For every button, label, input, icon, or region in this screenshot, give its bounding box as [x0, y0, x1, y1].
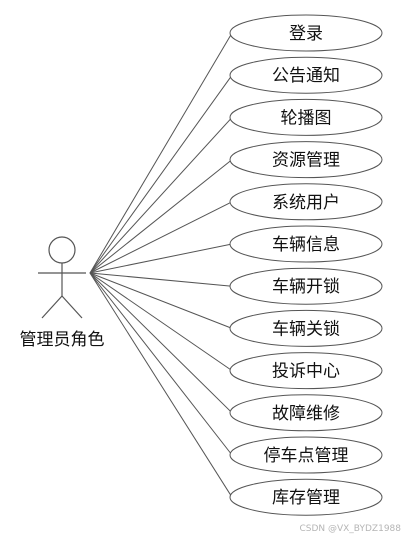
association-line: [89, 272, 233, 372]
use-case-label: 故障维修: [272, 404, 340, 424]
use-case-ellipse: [229, 98, 383, 136]
use-case: 系统用户: [229, 183, 383, 221]
association-line: [89, 272, 233, 498]
actor-label: 管理员角色: [20, 330, 105, 350]
use-case-ellipse: [229, 14, 383, 52]
association-line: [89, 272, 233, 414]
association-line: [89, 159, 233, 274]
use-case: 停车点管理: [229, 436, 383, 474]
use-case-label: 车辆开锁: [272, 277, 340, 297]
use-case-ellipse: [229, 267, 383, 305]
use-case: 库存管理: [229, 478, 383, 516]
association-line: [89, 32, 233, 274]
use-case-ellipse: [229, 225, 383, 263]
use-case: 登录: [229, 14, 383, 52]
use-case-label: 登录: [289, 24, 323, 44]
use-case-ellipse: [229, 478, 383, 516]
use-case-ellipse: [229, 352, 383, 390]
use-case-ellipse: [229, 394, 383, 432]
actor-figure: 管理员角色: [20, 236, 105, 350]
use-case: 公告通知: [229, 56, 383, 94]
association-lines: [89, 32, 233, 498]
actor-right-leg: [61, 295, 83, 319]
use-case: 投诉中心: [229, 352, 383, 390]
association-line: [89, 243, 233, 274]
use-case: 车辆关锁: [229, 309, 383, 347]
use-case-ellipse: [229, 436, 383, 474]
use-case-ellipse: [229, 141, 383, 179]
use-case: 资源管理: [229, 141, 383, 179]
use-case: 故障维修: [229, 394, 383, 432]
actor-head: [48, 236, 76, 264]
use-case-ellipse: [229, 183, 383, 221]
use-case-label: 投诉中心: [272, 362, 340, 382]
association-line: [89, 272, 233, 287]
association-line: [89, 74, 233, 274]
use-case-ellipse: [229, 309, 383, 347]
use-case-label: 轮播图: [281, 108, 332, 128]
use-case: 车辆开锁: [229, 267, 383, 305]
use-case-label: 车辆信息: [272, 235, 340, 255]
association-line: [89, 117, 233, 274]
use-case-label: 公告通知: [272, 66, 340, 86]
use-case-label: 系统用户: [272, 193, 340, 213]
association-line: [89, 272, 233, 456]
use-case-label: 资源管理: [272, 151, 340, 171]
association-line: [89, 272, 233, 329]
use-case-ellipse: [229, 56, 383, 94]
use-case-label: 库存管理: [272, 488, 340, 508]
use-case-label: 停车点管理: [264, 446, 349, 466]
watermark: CSDN @VX_BYDZ1988: [299, 524, 401, 534]
use-case-list: 登录公告通知轮播图资源管理系统用户车辆信息车辆开锁车辆关锁投诉中心故障维修停车点…: [229, 14, 383, 516]
use-case: 轮播图: [229, 98, 383, 136]
actor-left-leg: [41, 295, 63, 319]
use-case: 车辆信息: [229, 225, 383, 263]
association-line: [89, 201, 233, 274]
use-case-label: 车辆关锁: [272, 319, 340, 339]
